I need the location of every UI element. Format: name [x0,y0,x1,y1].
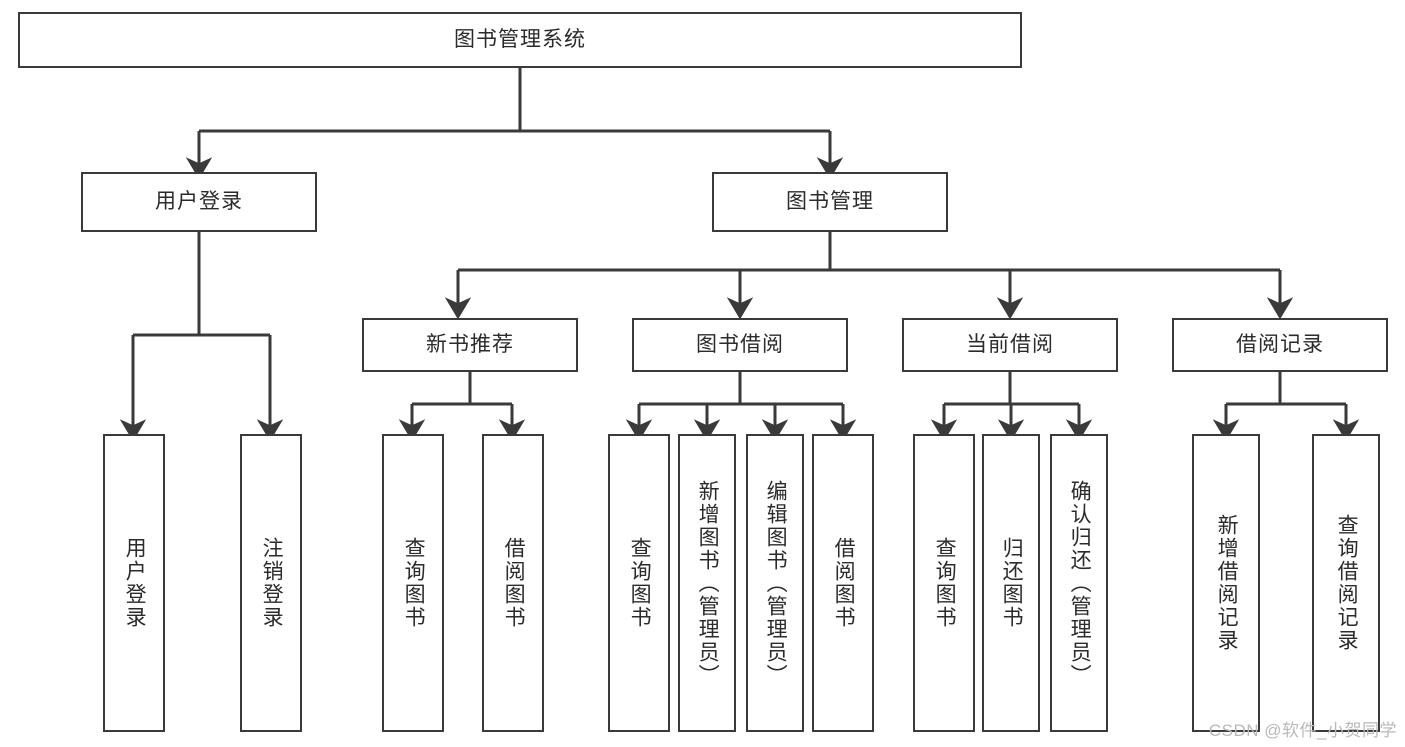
node-current-borrow[interactable]: 当前借阅 [902,318,1118,372]
node-label: 新书推荐 [426,333,514,357]
node-label: 当前借阅 [966,333,1054,357]
watermark-text: CSDN @软件_小贺同学 [1208,721,1397,740]
node-label: 新增借阅记录 [1215,514,1239,652]
node-leaf-user-login[interactable]: 用户登录 [103,434,165,732]
node-label: 借阅图书 [832,537,856,629]
node-label: 查询图书 [933,537,957,629]
node-label: 确认归还（管理员） [1068,479,1092,687]
node-label: 编辑图书（管理员） [764,479,788,687]
node-leaf-query-borrow-record[interactable]: 查询借阅记录 [1312,434,1380,732]
node-label: 用户登录 [123,537,147,629]
node-label: 图书借阅 [696,333,784,357]
node-leaf-confirm-return[interactable]: 确认归还（管理员） [1050,434,1108,732]
node-leaf-borrow-book-recommend[interactable]: 借阅图书 [482,434,544,732]
node-leaf-edit-book[interactable]: 编辑图书（管理员） [746,434,804,732]
node-label: 图书管理 [786,190,874,214]
node-user-login[interactable]: 用户登录 [81,172,317,232]
node-label: 归还图书 [1000,537,1024,629]
node-book-management[interactable]: 图书管理 [712,172,948,232]
node-label: 查询图书 [402,537,426,629]
node-label: 新增图书（管理员） [696,479,720,687]
node-new-book-recommend[interactable]: 新书推荐 [362,318,578,372]
node-label: 用户登录 [155,190,243,214]
node-leaf-logout-login[interactable]: 注销登录 [240,434,302,732]
node-leaf-query-book-current[interactable]: 查询图书 [913,434,975,732]
node-label: 图书管理系统 [454,28,586,52]
node-book-borrow[interactable]: 图书借阅 [632,318,848,372]
node-leaf-return-book[interactable]: 归还图书 [982,434,1040,732]
node-leaf-add-borrow-record[interactable]: 新增借阅记录 [1192,434,1260,732]
node-leaf-borrow-book-borrow[interactable]: 借阅图书 [812,434,874,732]
node-label: 借阅图书 [502,537,526,629]
node-book-management-system[interactable]: 图书管理系统 [18,12,1022,68]
node-label: 借阅记录 [1236,333,1324,357]
node-label: 注销登录 [260,537,284,629]
node-borrow-record[interactable]: 借阅记录 [1172,318,1388,372]
node-leaf-query-book-recommend[interactable]: 查询图书 [382,434,444,732]
node-leaf-add-book[interactable]: 新增图书（管理员） [678,434,736,732]
node-label: 查询借阅记录 [1335,514,1359,652]
node-leaf-query-book-borrow[interactable]: 查询图书 [608,434,670,732]
node-label: 查询图书 [628,537,652,629]
